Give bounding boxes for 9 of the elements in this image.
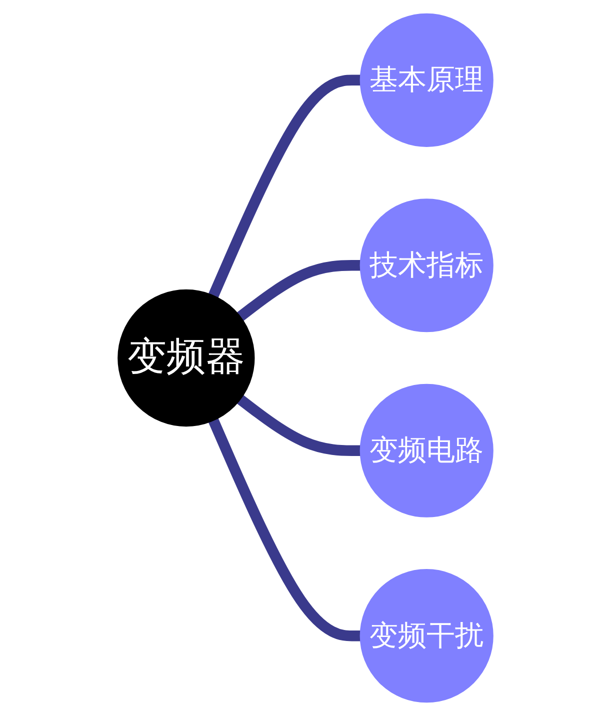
node-circle: 变频干扰: [360, 569, 494, 703]
node-circle: 技术指标: [360, 198, 494, 332]
node-circle: 变频器: [118, 289, 255, 427]
connector: [208, 74, 361, 298]
node-circle: 变频电路: [360, 384, 494, 518]
connector: [208, 418, 361, 642]
node-circle: 基本原理: [360, 13, 494, 147]
connector: [236, 394, 361, 456]
connector: [236, 260, 361, 322]
